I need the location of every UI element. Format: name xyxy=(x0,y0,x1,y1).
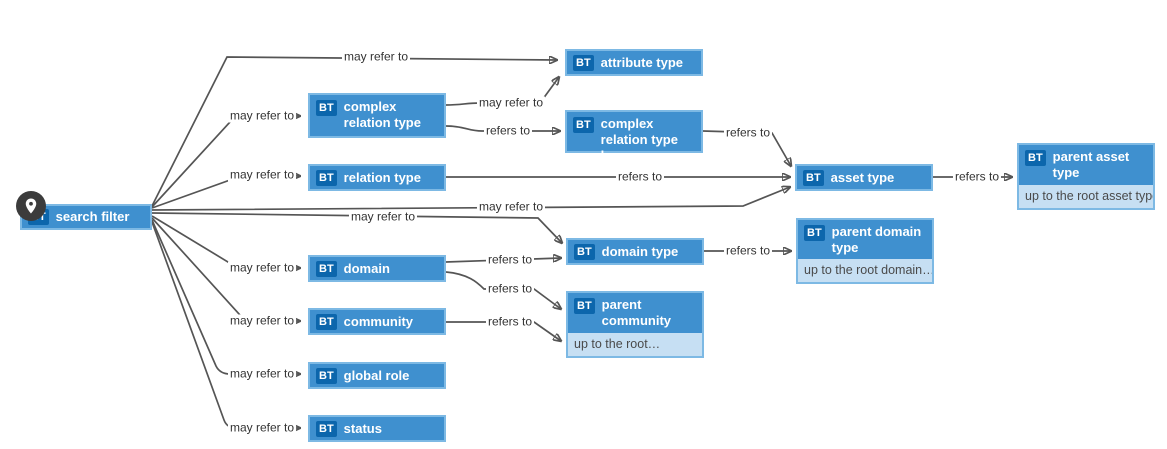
node-label: parent community xyxy=(601,297,672,328)
node-note: up to the root asset type xyxy=(1019,185,1153,208)
node-parent-community[interactable]: BT parent community up to the root… xyxy=(566,291,704,358)
bt-badge: BT xyxy=(316,313,337,330)
edge-label-crt-crt-leg: refers to xyxy=(483,123,533,138)
edge-search-filter-to-asset-type xyxy=(151,187,790,211)
edge-label-search-domain: may refer to xyxy=(227,260,297,275)
node-label: search filter xyxy=(55,209,130,224)
edge-complex-relation-type-to-complex-relation-type-leg xyxy=(445,125,560,131)
node-complex-relation-type-leg[interactable]: BT complex relation type leg xyxy=(565,110,703,163)
bt-badge: BT xyxy=(573,54,594,71)
node-parent-asset-type[interactable]: BT parent asset type up to the root asse… xyxy=(1017,143,1155,210)
bt-badge: BT xyxy=(316,367,337,384)
edge-label-relation-asset-type: refers to xyxy=(615,169,665,184)
edge-label-search-status: may refer to xyxy=(227,420,297,435)
edge-label-search-asset-type: may refer to xyxy=(476,199,546,214)
edge-label-search-global-role: may refer to xyxy=(227,366,297,381)
edge-label-community-parent-community: refers to xyxy=(485,314,535,329)
node-title: BT domain type xyxy=(568,240,702,263)
edge-label-crt-attribute-type: may refer to xyxy=(476,95,546,110)
node-label: relation type xyxy=(343,169,421,185)
node-label: global role xyxy=(343,367,410,383)
edge-label-crt-leg-asset-type: refers to xyxy=(723,125,773,140)
edge-label-search-domain-type: may refer to xyxy=(348,209,418,224)
node-label: attribute type xyxy=(600,54,684,70)
node-label: parent asset type xyxy=(1052,149,1130,180)
node-parent-domain-type[interactable]: BT parent domain type up to the root dom… xyxy=(796,218,934,284)
node-title: BT parent asset type xyxy=(1019,145,1153,185)
edge-label-domain-type-parent: refers to xyxy=(723,243,773,258)
node-community[interactable]: BT community xyxy=(308,308,446,335)
bt-badge: BT xyxy=(1025,150,1046,166)
node-title: BT complex relation type xyxy=(310,95,444,136)
bt-badge: BT xyxy=(316,100,337,116)
bt-badge: BT xyxy=(316,420,337,437)
node-label: status xyxy=(343,420,382,436)
edge-label-search-attribute-type: may refer to xyxy=(341,49,411,64)
node-title: BT asset type xyxy=(797,166,931,189)
node-label: domain xyxy=(343,260,390,276)
node-title: BT relation type xyxy=(310,166,444,189)
edge-label-search-complex-relation: may refer to xyxy=(227,108,297,123)
edge-search-filter-to-attribute-type xyxy=(151,57,557,207)
node-title: BT parent community xyxy=(568,293,702,333)
edge-label-domain-parent-community: refers to xyxy=(485,281,535,296)
node-relation-type[interactable]: BT relation type xyxy=(308,164,446,191)
node-title: BT domain xyxy=(310,257,444,280)
node-label: domain type xyxy=(601,243,679,259)
node-title: BT complex relation type leg xyxy=(567,112,701,167)
bt-badge: BT xyxy=(803,169,824,186)
location-pin-icon xyxy=(16,191,46,221)
node-complex-relation-type[interactable]: BT complex relation type xyxy=(308,93,446,138)
node-status[interactable]: BT status xyxy=(308,415,446,442)
bt-badge: BT xyxy=(574,243,595,260)
node-note: up to the root domain… xyxy=(798,259,932,282)
node-label: community xyxy=(343,313,414,329)
edge-label-search-community: may refer to xyxy=(227,313,297,328)
bt-badge: BT xyxy=(573,117,594,133)
node-note: up to the root… xyxy=(568,333,702,356)
edge-domain-to-parent-community xyxy=(445,271,561,309)
node-label: complex relation type xyxy=(343,99,421,130)
bt-badge: BT xyxy=(316,260,337,277)
node-title: BT parent domain type xyxy=(798,220,932,259)
node-label: complex relation type leg xyxy=(600,116,678,163)
node-title: BT status xyxy=(310,417,444,440)
node-global-role[interactable]: BT global role xyxy=(308,362,446,389)
node-label: parent domain type xyxy=(831,224,922,255)
node-attribute-type[interactable]: BT attribute type xyxy=(565,49,703,76)
bt-badge: BT xyxy=(804,225,825,241)
node-label: asset type xyxy=(830,169,895,185)
node-title: BT global role xyxy=(310,364,444,387)
node-title: BT community xyxy=(310,310,444,333)
node-domain-type[interactable]: BT domain type xyxy=(566,238,704,265)
bt-badge: BT xyxy=(574,298,595,314)
edge-search-filter-to-domain-type xyxy=(151,212,562,243)
edge-label-search-relation-type: may refer to xyxy=(227,167,297,182)
edge-label-domain-domain-type: refers to xyxy=(485,252,535,267)
node-asset-type[interactable]: BT asset type xyxy=(795,164,933,191)
node-domain[interactable]: BT domain xyxy=(308,255,446,282)
bt-badge: BT xyxy=(316,169,337,186)
edge-label-asset-parent-asset: refers to xyxy=(952,169,1002,184)
node-title: BT attribute type xyxy=(567,51,701,74)
